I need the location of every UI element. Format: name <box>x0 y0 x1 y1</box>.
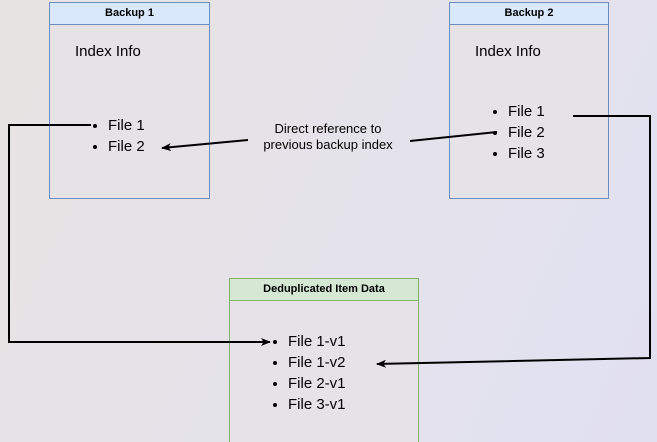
backup-1-box: Backup 1 Index Info File 1File 2 <box>49 2 210 199</box>
direct-reference-line-1: Direct reference to <box>274 121 382 136</box>
dedup-file-item: File 2-v1 <box>288 373 346 394</box>
backup-2-file-list: File 1File 2File 3 <box>490 101 545 164</box>
dedup-file-list: File 1-v1File 1-v2File 2-v1File 3-v1 <box>270 331 346 415</box>
backup-1-header: Backup 1 <box>50 3 209 25</box>
backup-2-file-item: File 1 <box>508 101 545 122</box>
backup-2-title: Backup 2 <box>504 7 554 19</box>
backup-1-file-item: File 2 <box>108 136 145 157</box>
direct-reference-annotation: Direct reference to previous backup inde… <box>248 121 408 153</box>
backup-2-header: Backup 2 <box>450 3 608 25</box>
backup-1-title: Backup 1 <box>105 7 154 19</box>
backup-2-index-info-label: Index Info <box>475 43 541 60</box>
backup-1-index-info-label: Index Info <box>75 43 141 60</box>
dedup-title: Deduplicated Item Data <box>263 283 385 295</box>
backup-2-box: Backup 2 Index Info File 1File 2File 3 <box>449 2 609 199</box>
dedup-header: Deduplicated Item Data <box>230 279 418 301</box>
deduplicated-item-data-box: Deduplicated Item Data File 1-v1File 1-v… <box>229 278 419 442</box>
dedup-file-item: File 1-v2 <box>288 352 346 373</box>
dedup-file-item: File 1-v1 <box>288 331 346 352</box>
backup-1-file-item: File 1 <box>108 115 145 136</box>
backup-1-file-list: File 1File 2 <box>90 115 145 157</box>
dedup-file-item: File 3-v1 <box>288 394 346 415</box>
backup-2-file-item: File 2 <box>508 122 545 143</box>
direct-reference-line-2: previous backup index <box>263 137 393 152</box>
backup-2-file-item: File 3 <box>508 143 545 164</box>
